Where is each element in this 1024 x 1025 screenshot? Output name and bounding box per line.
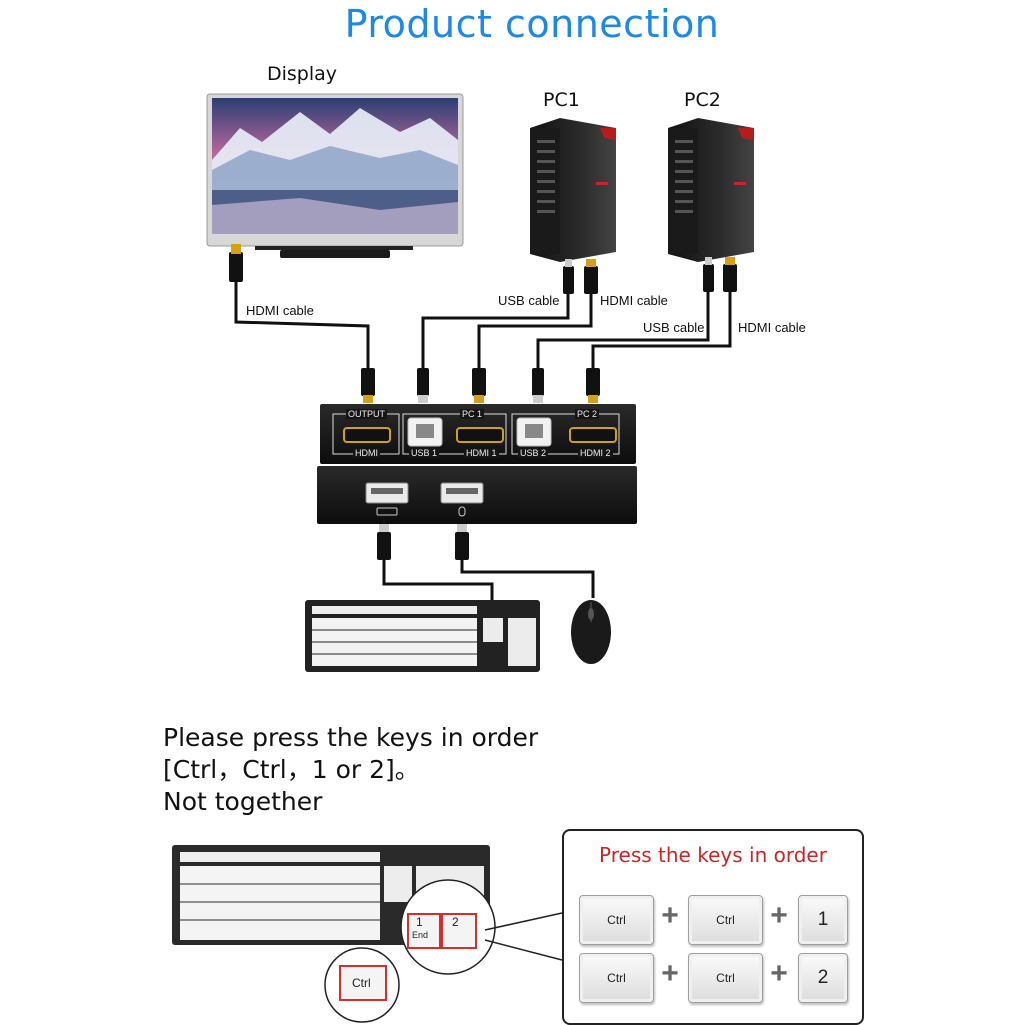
row1-plus-2: +	[770, 899, 788, 932]
port-label-pc2: PC 2	[575, 409, 600, 419]
page-title: Product connection	[344, 2, 720, 46]
display-monitor	[206, 93, 464, 258]
row1-key-1: 1	[798, 895, 848, 945]
port-label-hdmi1: HDMI 1	[464, 448, 499, 458]
keyboard-top	[305, 600, 540, 672]
pc2-usb-cable-label: USB cable	[643, 320, 705, 335]
row1-plus-1: +	[661, 899, 679, 932]
instructions-line-2: [Ctrl，Ctrl，1 or 2]。	[163, 755, 420, 784]
pc2-label: PC2	[684, 89, 721, 111]
port-label-usb1: USB 1	[409, 448, 440, 458]
upper-cables	[234, 282, 732, 372]
lower-cables	[382, 560, 595, 600]
row2-plus-1: +	[661, 957, 679, 990]
pc2-tower	[668, 118, 754, 262]
row2-plus-2: +	[770, 957, 788, 990]
pc1-hdmi-cable-label: HDMI cable	[600, 293, 668, 308]
pc1-usb-cable-label: USB cable	[498, 293, 560, 308]
key-order-title: Press the keys in order	[599, 843, 827, 867]
row2-key-2: 2	[798, 953, 848, 1003]
row2-ctrl-key-2: Ctrl	[688, 953, 763, 1003]
port-label-hdmi: HDMI	[353, 448, 380, 458]
pc1-tower	[530, 118, 616, 262]
lower-plugs	[377, 524, 469, 560]
row1-ctrl-key-2: Ctrl	[688, 895, 763, 945]
zoom-key-1-bottom: End	[412, 930, 429, 940]
kvm-switch	[317, 404, 637, 524]
display-hdmi-cable-label: HDMI cable	[246, 303, 314, 318]
display-label: Display	[267, 63, 338, 85]
row1-ctrl-key-1: Ctrl	[579, 895, 654, 945]
port-label-pc1: PC 1	[460, 409, 485, 419]
port-label-hdmi2: HDMI 2	[578, 448, 613, 458]
port-label-usb2: USB 2	[518, 448, 549, 458]
row2-ctrl-key-1: Ctrl	[579, 953, 654, 1003]
instructions-line-1: Please press the keys in order	[163, 723, 539, 752]
pc2-hdmi-cable-label: HDMI cable	[738, 320, 806, 335]
zoom-key-1-top: 1	[416, 915, 423, 929]
zoom-key-2: 2	[452, 915, 459, 929]
upper-plugs	[229, 244, 737, 403]
zoom-key-ctrl: Ctrl	[352, 976, 371, 990]
port-label-output: OUTPUT	[346, 409, 387, 419]
instructions-line-3: Not together	[163, 787, 323, 816]
mouse	[571, 600, 611, 664]
zoom-numpad	[400, 879, 563, 975]
zoom-ctrl	[324, 947, 400, 1023]
key-order-panel: Press the keys in order Ctrl + Ctrl + 1 …	[562, 829, 864, 1025]
pc1-label: PC1	[543, 89, 580, 111]
instructions-text: Please press the keys in order [Ctrl，Ctr…	[163, 722, 538, 818]
